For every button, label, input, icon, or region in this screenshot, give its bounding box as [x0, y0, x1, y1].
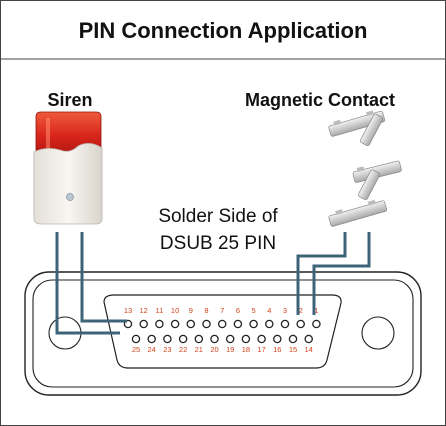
magnetic-contact-icon — [328, 110, 402, 227]
pin-number-label: 4 — [267, 306, 271, 315]
pin-number-label: 10 — [171, 306, 179, 315]
siren-wire-a — [55, 232, 120, 335]
pin-number-label: 15 — [289, 345, 297, 354]
pin-number-label: 19 — [226, 345, 234, 354]
pin-number-label: 5 — [252, 306, 256, 315]
connector-outer-shell — [24, 271, 422, 396]
pin-number-label: 8 — [204, 306, 208, 315]
pin-number-label: 20 — [210, 345, 218, 354]
pin-number-label: 23 — [163, 345, 171, 354]
pin-12 — [139, 319, 148, 329]
pin-2 — [296, 319, 305, 329]
pin-number-label: 25 — [132, 345, 140, 354]
pin-9 — [186, 319, 196, 329]
pin-7 — [217, 319, 227, 329]
top-pin-row: 13 12 11 10 9 8 7 6 5 4 3 2 1 — [123, 306, 321, 329]
pin-number-label: 12 — [140, 306, 148, 315]
wiring — [55, 232, 371, 335]
pin-number-label: 24 — [148, 345, 156, 354]
pin-16 — [273, 334, 282, 344]
pin-11 — [155, 319, 164, 329]
pin-14 — [304, 334, 313, 344]
pin-number-label: 21 — [195, 345, 203, 354]
pin-20 — [210, 334, 219, 344]
pin-number-label: 2 — [299, 306, 303, 315]
pin-24 — [147, 334, 156, 344]
page-title: PIN Connection Application — [79, 18, 368, 43]
pin-number-label: 9 — [189, 306, 193, 315]
connector-caption-line1: Solder Side of — [158, 206, 278, 227]
pin-number-label: 1 — [314, 306, 318, 315]
pin-10 — [170, 319, 180, 329]
pin-19 — [225, 334, 235, 344]
pin-number-label: 14 — [305, 345, 313, 354]
pin-4 — [265, 319, 274, 329]
contact-wire-b — [312, 232, 371, 315]
pin-number-label: 22 — [179, 345, 187, 354]
pin-23 — [163, 334, 172, 344]
pin-22 — [178, 334, 188, 344]
pin-25 — [131, 334, 141, 344]
pin-number-label: 17 — [257, 345, 265, 354]
magnetic-contact-label: Magnetic Contact — [245, 90, 395, 110]
pin-number-label: 6 — [236, 306, 240, 315]
siren-wire-b — [80, 232, 127, 323]
siren-label: Siren — [47, 90, 92, 110]
right-mounting-hole — [361, 316, 395, 350]
pin-3 — [280, 319, 290, 329]
pin-17 — [257, 334, 266, 344]
pin-5 — [249, 319, 258, 329]
pin-8 — [202, 319, 211, 329]
pin-number-label: 13 — [124, 306, 132, 315]
pin-number-label: 18 — [242, 345, 250, 354]
pin-18 — [241, 334, 251, 344]
pin-15 — [288, 334, 298, 344]
pin-number-label: 3 — [283, 306, 287, 315]
connector-caption-line2: DSUB 25 PIN — [160, 233, 276, 254]
pin-21 — [194, 334, 204, 344]
contact-wire-a — [296, 232, 347, 315]
pin-number-label: 7 — [220, 306, 224, 315]
connector-inner-shell — [32, 279, 414, 388]
bottom-pin-row: 25 24 23 22 21 20 19 18 17 16 15 14 — [131, 334, 313, 354]
pin-1 — [312, 319, 321, 329]
connector-pin-face — [103, 294, 342, 369]
pin-number-label: 11 — [156, 306, 164, 315]
pin-number-label: 16 — [273, 345, 281, 354]
pin-6 — [233, 319, 243, 329]
siren-icon — [33, 111, 103, 225]
